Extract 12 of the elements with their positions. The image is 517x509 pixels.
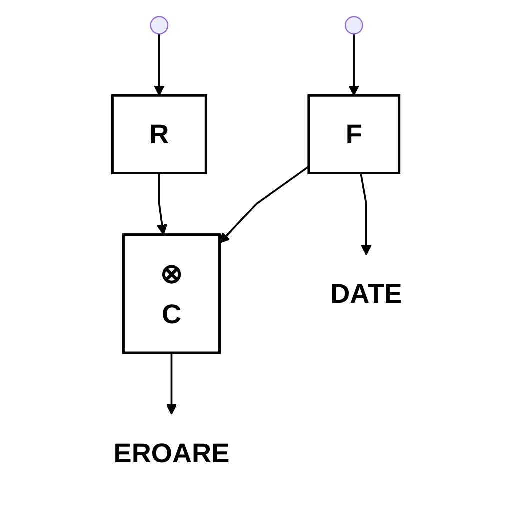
arrow: [360, 173, 372, 256]
node-text: DATE: [331, 278, 403, 310]
node-box: [308, 94, 402, 174]
arrow: [154, 34, 166, 96]
arrow: [349, 34, 360, 96]
arrow: [166, 353, 178, 416]
node-box: [112, 94, 208, 174]
arrow: [220, 166, 310, 244]
arrow: [157, 173, 168, 236]
node-box: [122, 234, 222, 354]
node-text: EROARE: [114, 438, 230, 469]
block-diagram: R F ⊗ C EROARE DATE: [67, 7, 450, 502]
